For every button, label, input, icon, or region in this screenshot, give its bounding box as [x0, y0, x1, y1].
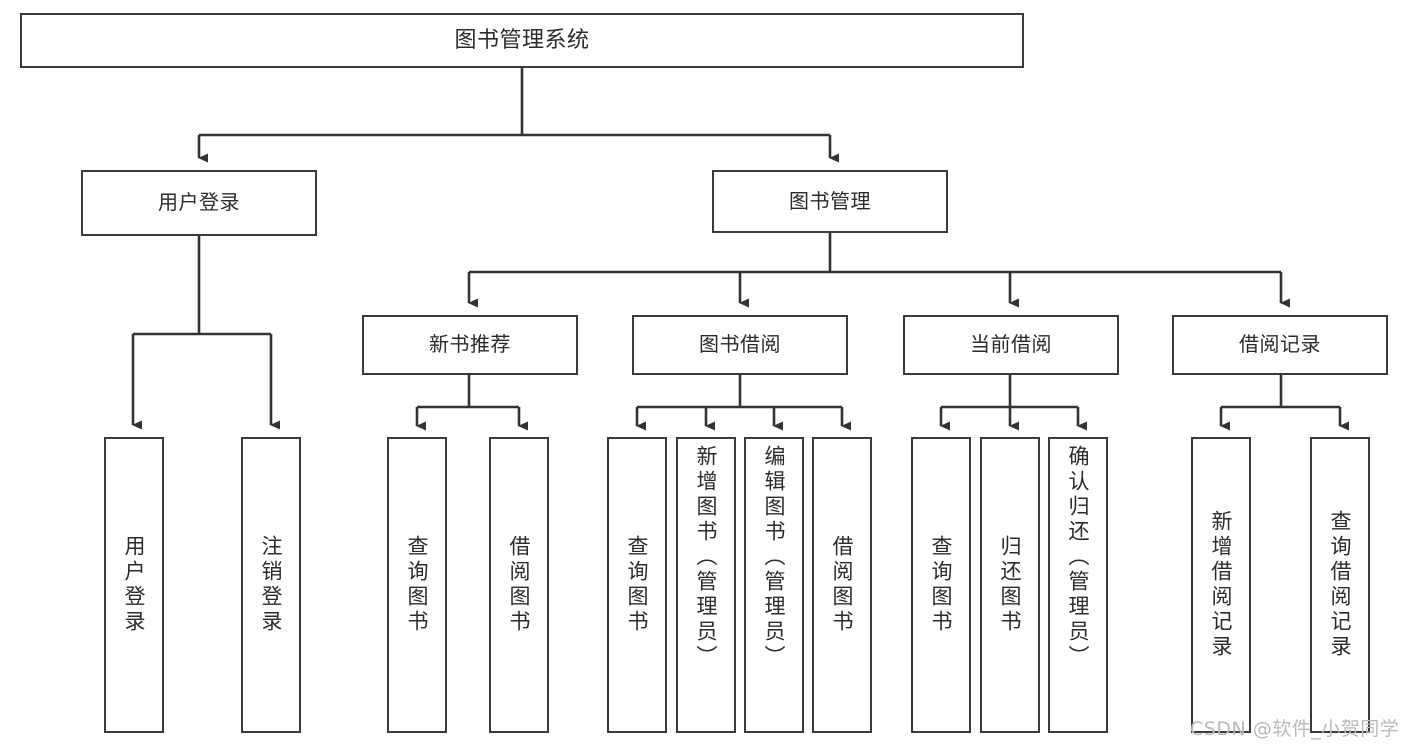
node-book-borrow[interactable]: 图书借阅 — [632, 315, 848, 375]
node-label: 当前借阅 — [970, 332, 1052, 357]
node-leaf-borrow-borrow-book[interactable]: 借阅图书 — [812, 437, 872, 733]
node-root-book-management-system[interactable]: 图书管理系统 — [20, 13, 1024, 68]
node-leaf-user-login-signin[interactable]: 用户登录 — [104, 437, 164, 733]
node-label: 查询图书 — [929, 535, 954, 635]
node-label: 图书管理 — [789, 188, 871, 213]
node-label: 新增图书（管理员） — [694, 445, 719, 670]
node-label: 归还图书 — [998, 535, 1023, 635]
node-label: 新书推荐 — [429, 332, 511, 357]
node-label: 借阅记录 — [1239, 332, 1321, 357]
node-leaf-newbook-query-book[interactable]: 查询图书 — [387, 437, 447, 733]
node-label: 图书借阅 — [699, 332, 781, 357]
node-label: 借阅图书 — [507, 535, 532, 635]
node-leaf-current-query-book[interactable]: 查询图书 — [911, 437, 971, 733]
node-label: 借阅图书 — [830, 535, 855, 635]
node-label: 查询图书 — [625, 535, 650, 635]
node-user-login[interactable]: 用户登录 — [81, 170, 317, 236]
node-leaf-current-return-book[interactable]: 归还图书 — [980, 437, 1040, 733]
node-label: 编辑图书（管理员） — [762, 445, 787, 670]
node-label: 新增借阅记录 — [1209, 510, 1234, 660]
node-leaf-record-add-record[interactable]: 新增借阅记录 — [1191, 437, 1251, 733]
node-label: 确认归还（管理员） — [1066, 445, 1091, 670]
node-borrow-record[interactable]: 借阅记录 — [1172, 315, 1388, 375]
node-label: 注销登录 — [259, 535, 284, 635]
node-label: 图书管理系统 — [454, 27, 590, 53]
node-leaf-borrow-add-book-admin[interactable]: 新增图书（管理员） — [676, 437, 736, 733]
node-label: 查询图书 — [405, 535, 430, 635]
node-label: 查询借阅记录 — [1328, 510, 1353, 660]
node-new-book-recommend[interactable]: 新书推荐 — [362, 315, 578, 375]
node-leaf-current-confirm-return-admin[interactable]: 确认归还（管理员） — [1048, 437, 1108, 733]
node-leaf-newbook-borrow-book[interactable]: 借阅图书 — [489, 437, 549, 733]
node-book-management[interactable]: 图书管理 — [712, 170, 948, 233]
node-current-borrow[interactable]: 当前借阅 — [903, 315, 1119, 375]
node-leaf-user-login-logout[interactable]: 注销登录 — [241, 437, 301, 733]
node-leaf-record-query-record[interactable]: 查询借阅记录 — [1310, 437, 1370, 733]
node-label: 用户登录 — [122, 535, 147, 635]
node-leaf-borrow-query-book[interactable]: 查询图书 — [607, 437, 667, 733]
node-label: 用户登录 — [158, 190, 240, 215]
node-leaf-borrow-edit-book-admin[interactable]: 编辑图书（管理员） — [744, 437, 804, 733]
